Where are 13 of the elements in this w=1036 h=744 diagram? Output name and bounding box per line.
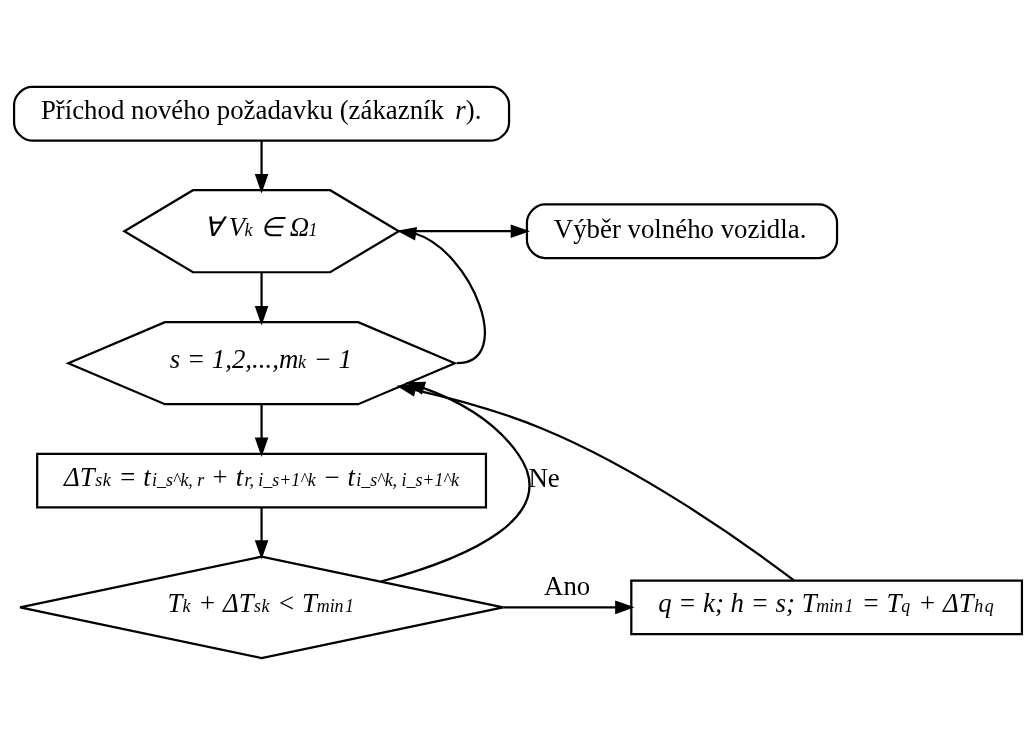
arrow: [254, 507, 269, 560]
arrow: [396, 226, 486, 364]
arrow: [254, 272, 269, 325]
arrow: [254, 140, 269, 193]
edge-label: Ano: [544, 570, 591, 601]
node-box: Výběr volného vozidla.: [525, 202, 839, 259]
edge-label: Ne: [528, 462, 560, 493]
node-box: ΔTsk = ti_s^k, r + tr, i_s+1^k − ti_s^k, i_s+1^k: [36, 452, 488, 509]
arrow: [503, 600, 635, 614]
node-diamond: Tk + ΔTsk < Tmin1: [18, 555, 505, 659]
arrow: [254, 404, 269, 457]
node-box: q = k; h = s; Tmin1 = Tq + ΔThq: [630, 578, 1024, 635]
node-box: Příchod nového požadavku (zákazník r).: [12, 85, 511, 142]
